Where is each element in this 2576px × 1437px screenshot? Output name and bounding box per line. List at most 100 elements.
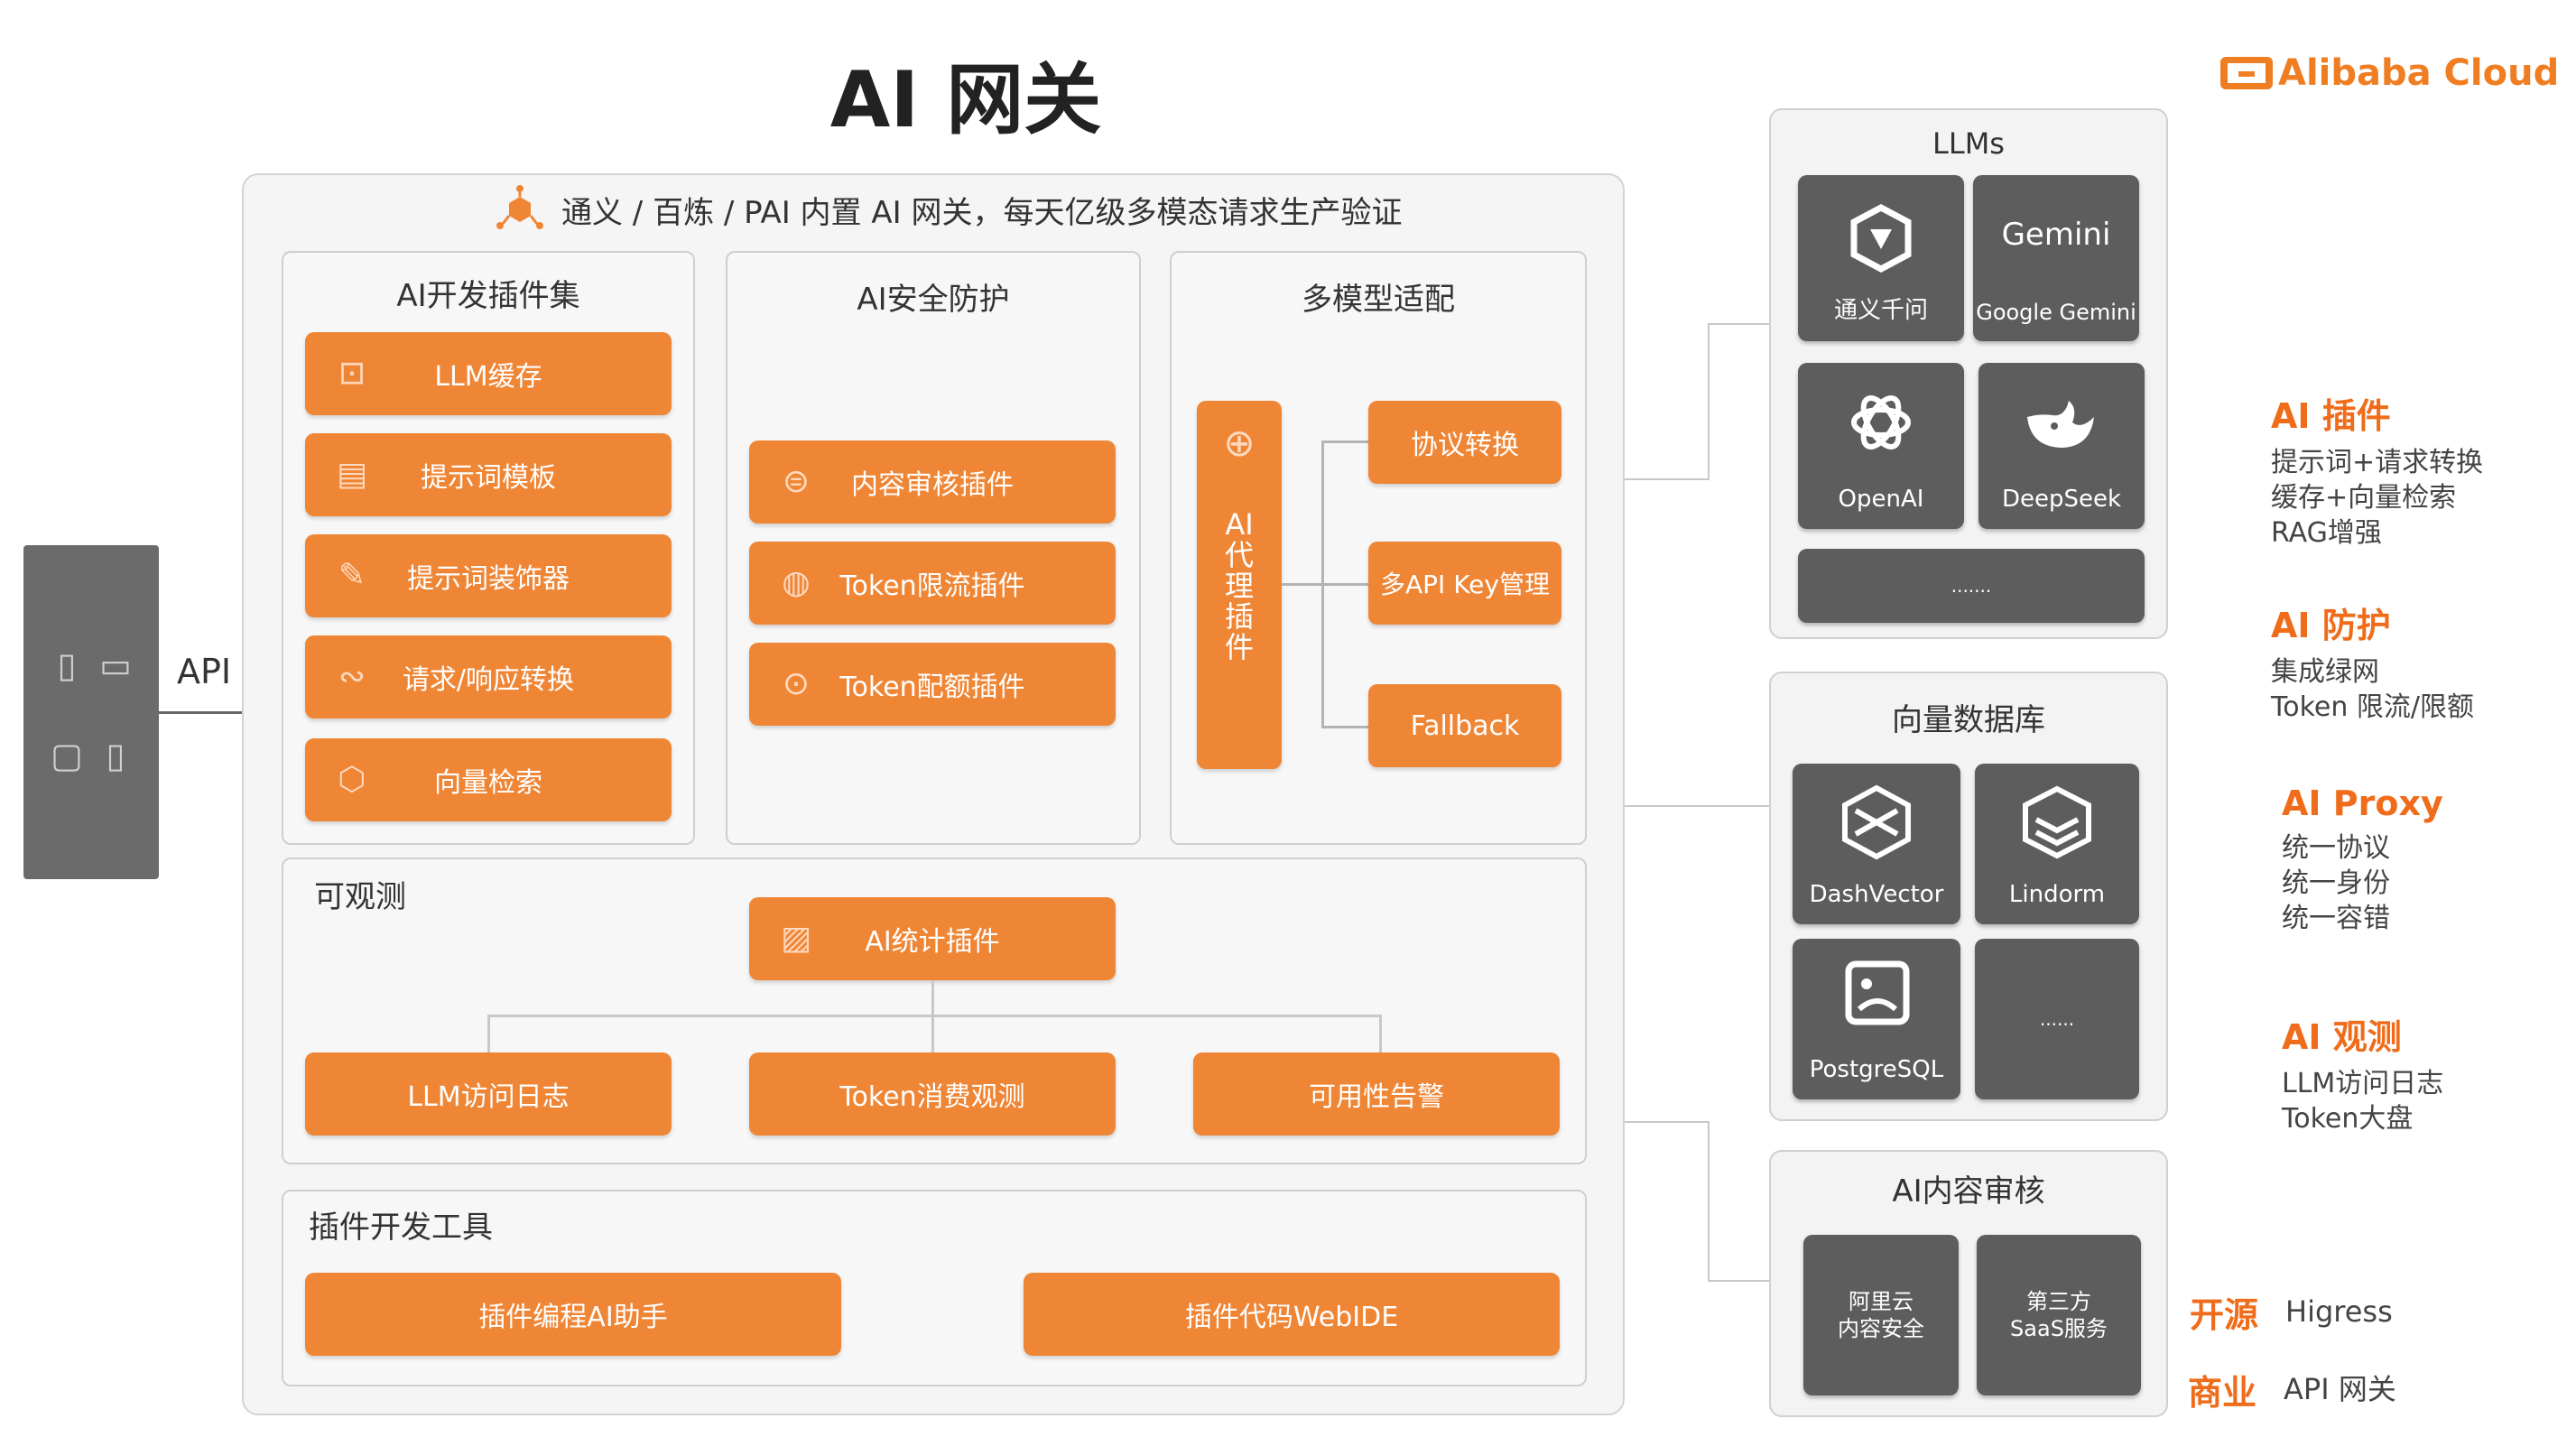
- availability-alert-label: 可用性告警: [1309, 1081, 1444, 1113]
- annotation-ai-protection: AI 防护 集成绿网 Token 限流/限额: [2271, 598, 2474, 725]
- annotation-ai-proxy: AI Proxy 统一协议 统一身份 统一容错: [2282, 783, 2443, 936]
- proxy-connector: [1282, 583, 1368, 586]
- plugin-webide-button[interactable]: 插件代码WebIDE: [1024, 1273, 1560, 1356]
- token-rate-limit-plugin-button[interactable]: ◍ Token限流插件: [749, 542, 1116, 625]
- llm-more-label: .......: [1951, 575, 1992, 597]
- edition-commercial: 商业 API 网关: [2188, 1365, 2396, 1414]
- availability-alert-button[interactable]: 可用性告警: [1193, 1052, 1560, 1136]
- llm-openai-label: OpenAI: [1838, 486, 1924, 513]
- llms-connector-h2: [1708, 323, 1769, 325]
- edition-open-source: 开源 Higress: [2190, 1287, 2393, 1337]
- chart-icon: ▨: [780, 920, 811, 957]
- cube-network-icon: [496, 185, 543, 229]
- llm-qwen-label: 通义千问: [1833, 297, 1928, 324]
- llm-tile-gemini[interactable]: Gemini Google Gemini: [1973, 175, 2139, 341]
- drop-icon: ◍: [782, 564, 811, 601]
- llm-access-log-button[interactable]: LLM访问日志: [305, 1052, 672, 1136]
- moderation-connector-h2: [1708, 1280, 1769, 1282]
- dashvector-icon: [1842, 784, 1911, 860]
- llm-access-log-label: LLM访问日志: [407, 1081, 570, 1113]
- annotation-ai-plugins-text: 提示词+请求转换 缓存+向量检索 RAG增强: [2271, 447, 2484, 549]
- prompt-decorator-button[interactable]: ✎ 提示词装饰器: [305, 534, 672, 617]
- llm-deepseek-label: DeepSeek: [2001, 486, 2122, 513]
- gemini-icon: Gemini: [2001, 217, 2111, 253]
- alibaba-cloud-logo-icon: [2220, 57, 2273, 89]
- monitor-icon: ▢: [51, 736, 83, 775]
- vectordb-tile-postgresql[interactable]: PostgreSQL: [1793, 939, 1960, 1099]
- edition-commercial-heading: 商业: [2188, 1373, 2257, 1413]
- decorator-icon: ✎: [338, 557, 366, 594]
- client-devices: ▯ ▭ ▢ ▯: [23, 545, 159, 879]
- laptop-icon: ▭: [99, 645, 132, 685]
- deepseek-icon: [2027, 401, 2094, 448]
- moderation-search-icon: ⊜: [782, 463, 811, 500]
- request-response-transform-label: 请求/响应转换: [402, 664, 575, 696]
- vectordb-tile-more[interactable]: ......: [1975, 939, 2139, 1099]
- page-title: AI 网关: [829, 55, 1102, 145]
- subtitle-text: 通义 / 百炼 / PAI 内置 AI 网关，每天亿级多模态请求生产验证: [561, 194, 1403, 231]
- moderation-connector-v: [1708, 1121, 1710, 1282]
- llm-gemini-label: Google Gemini: [1976, 300, 2136, 325]
- openai-icon: [1851, 395, 1911, 450]
- globe-icon: ⊕: [1223, 421, 1256, 465]
- annotation-ai-plugins-heading: AI 插件: [2271, 396, 2391, 436]
- plugin-ai-assistant-button[interactable]: 插件编程AI助手: [305, 1273, 841, 1356]
- stats-branch-mid: [931, 1015, 934, 1054]
- content-moderation-plugin-button[interactable]: ⊜ 内容审核插件: [749, 440, 1116, 524]
- prompt-decorator-label: 提示词装饰器: [407, 563, 570, 595]
- stats-connector: [931, 980, 934, 1016]
- edition-open-source-text: Higress: [2285, 1294, 2393, 1329]
- proxy-branch-bottom: [1321, 726, 1368, 728]
- plugin-ai-assistant-label: 插件编程AI助手: [478, 1302, 668, 1333]
- annotation-ai-protection-heading: AI 防护: [2271, 606, 2391, 645]
- llm-tile-deepseek[interactable]: DeepSeek: [1978, 363, 2145, 529]
- token-rate-limit-plugin-label: Token限流插件: [839, 570, 1025, 602]
- request-response-transform-button[interactable]: ∾ 请求/响应转换: [305, 635, 672, 718]
- panel-multimodel-title: 多模型适配: [1302, 282, 1455, 318]
- panel-observability-title: 可观测: [314, 879, 406, 915]
- ai-proxy-plugin-label: AI 代 理 插 件: [1224, 507, 1254, 664]
- content-moderation-plugin-label: 内容审核插件: [851, 469, 1014, 501]
- moderation-saas-label: 第三方 SaaS服务: [2010, 1289, 2108, 1341]
- ai-stats-plugin-button[interactable]: ▨ AI统计插件: [749, 897, 1116, 980]
- multi-api-key-button[interactable]: 多API Key管理: [1368, 542, 1561, 625]
- ai-proxy-plugin-bar[interactable]: ⊕ AI 代 理 插 件: [1197, 401, 1282, 769]
- plugin-webide-label: 插件代码WebIDE: [1184, 1302, 1399, 1333]
- moderation-tile-aliyun[interactable]: 阿里云 内容安全: [1803, 1235, 1959, 1395]
- api-connector: [159, 711, 269, 714]
- alibaba-cloud-logo: Alibaba Cloud: [2220, 52, 2559, 94]
- vectordb-tile-dashvector[interactable]: DashVector: [1793, 764, 1960, 924]
- prompt-template-label: 提示词模板: [421, 462, 556, 494]
- postgresql-icon: [1845, 960, 1910, 1025]
- token-consumption-button[interactable]: Token消费观测: [749, 1052, 1116, 1136]
- protocol-conversion-label: 协议转换: [1411, 430, 1519, 461]
- vectordb-more-label: ......: [2039, 1008, 2075, 1030]
- edition-open-source-heading: 开源: [2190, 1295, 2259, 1335]
- vectordb-tile-lindorm[interactable]: Lindorm: [1975, 764, 2139, 924]
- llm-tile-qwen[interactable]: 通义千问: [1798, 175, 1964, 341]
- panel-dev-plugins-title: AI开发插件集: [396, 278, 580, 314]
- fallback-button[interactable]: Fallback: [1368, 684, 1561, 767]
- llm-tile-openai[interactable]: OpenAI: [1798, 363, 1964, 529]
- vectordb-postgresql-label: PostgreSQL: [1809, 1056, 1944, 1083]
- vectordb-title: 向量数据库: [1892, 702, 2045, 738]
- protocol-conversion-button[interactable]: 协议转换: [1368, 401, 1561, 484]
- annotation-ai-protection-text: 集成绿网 Token 限流/限额: [2271, 656, 2474, 723]
- qwen-icon: [1850, 204, 1912, 273]
- token-quota-plugin-button[interactable]: ⊙ Token配额插件: [749, 643, 1116, 726]
- llm-tile-more[interactable]: .......: [1798, 549, 2145, 623]
- prompt-template-button[interactable]: ▤ 提示词模板: [305, 433, 672, 516]
- vector-search-button[interactable]: ⬡ 向量检索: [305, 738, 672, 821]
- edition-commercial-text: API 网关: [2284, 1372, 2396, 1406]
- cache-icon: ⊡: [338, 355, 366, 392]
- llm-cache-button[interactable]: ⊡ LLM缓存: [305, 332, 672, 415]
- template-icon: ▤: [336, 456, 367, 493]
- stats-branch: [487, 1015, 1381, 1017]
- panel-dev-tools-title: 插件开发工具: [309, 1210, 493, 1246]
- stats-branch-right: [1379, 1015, 1382, 1054]
- tablet-icon: ▯: [106, 736, 125, 775]
- moderation-tile-saas[interactable]: 第三方 SaaS服务: [1977, 1235, 2141, 1395]
- annotation-ai-proxy-heading: AI Proxy: [2282, 783, 2443, 823]
- moderation-title: AI内容审核: [1892, 1173, 2045, 1210]
- multi-api-key-label: 多API Key管理: [1380, 570, 1550, 599]
